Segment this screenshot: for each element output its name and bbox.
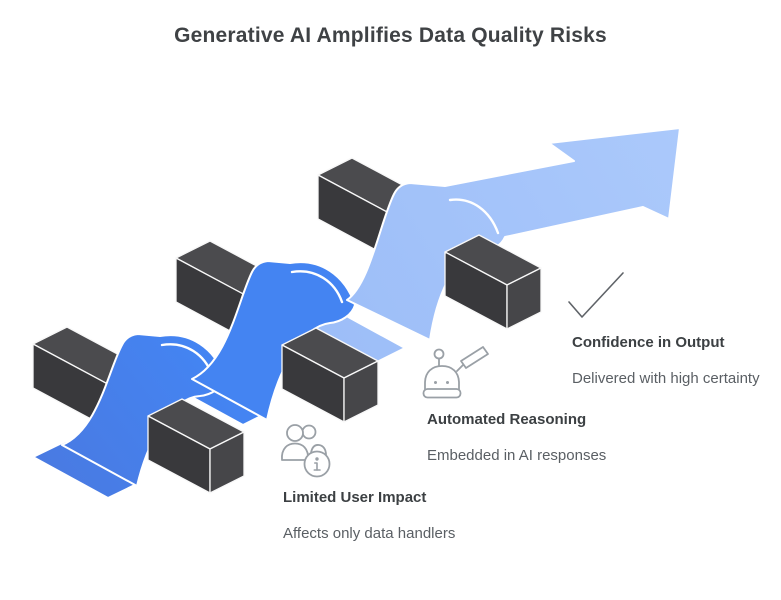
stage-desc-confidence-in-output: Delivered with high certainty — [572, 370, 760, 387]
ribbon-underside-curl-2 — [290, 270, 344, 304]
info-letter-i — [313, 457, 321, 471]
back-person-head — [301, 424, 317, 440]
checkmark-icon — [556, 265, 632, 332]
hurdle-2-right-cap — [343, 360, 379, 423]
robot-head-band — [422, 388, 462, 399]
robot-chat-icon — [413, 340, 493, 407]
antenna-tip — [433, 348, 445, 360]
ribbon-underside-curl-3 — [448, 198, 500, 235]
hurdle-1-right-cap — [209, 431, 245, 494]
stage-label-limited-user-impact: Limited User Impact — [283, 489, 427, 506]
front-person-head — [286, 424, 304, 442]
hurdle-3-right-cap — [506, 267, 542, 330]
stage-desc-automated-reasoning: Embedded in AI responses — [427, 447, 607, 464]
ribbon-tail-segment — [32, 440, 142, 499]
speech-bubble-tail — [456, 364, 464, 372]
robot-head-dome — [424, 365, 460, 390]
stage-label-automated-reasoning: Automated Reasoning — [427, 411, 587, 428]
checkmark-stroke — [568, 272, 624, 318]
stage-label-confidence-in-output: Confidence in Output — [572, 334, 725, 351]
robot-eye-right — [446, 381, 449, 384]
speech-bubble — [460, 346, 489, 369]
users-info-icon — [278, 419, 336, 484]
back-person-shoulders — [310, 444, 327, 456]
robot-eye-left — [434, 381, 437, 384]
hurdle-3-right-block — [444, 234, 542, 330]
page-title: Generative AI Amplifies Data Quality Ris… — [174, 24, 607, 47]
stage-desc-limited-user-impact: Affects only data handlers — [283, 525, 456, 542]
front-person-shoulders — [281, 442, 309, 461]
hurdle-2-right-block — [281, 327, 379, 423]
hurdle-1-right-block — [147, 398, 245, 494]
